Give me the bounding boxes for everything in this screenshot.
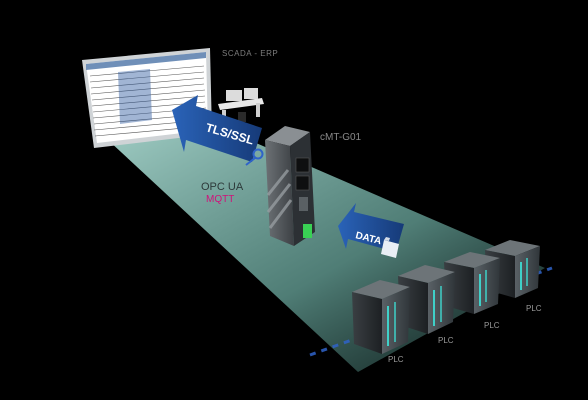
folder-icon (381, 237, 399, 258)
gateway-device-icon (265, 126, 315, 246)
plc-cabinet-icon (352, 240, 540, 354)
scada-label: SCADA - ERP (222, 49, 278, 58)
opc-ua-label: OPC UA (201, 181, 244, 193)
plc-label: PLC (484, 321, 500, 330)
plc-label: PLC (526, 304, 542, 313)
plc-label: PLC (388, 355, 404, 364)
plc-label: PLC (438, 336, 454, 345)
lock-icon (245, 148, 264, 166)
mqtt-label: MQTT (206, 194, 234, 205)
network-floor (108, 124, 545, 372)
device-label: cMT-G01 (320, 132, 362, 143)
tls-arrow: TLS/SSL (172, 95, 262, 162)
